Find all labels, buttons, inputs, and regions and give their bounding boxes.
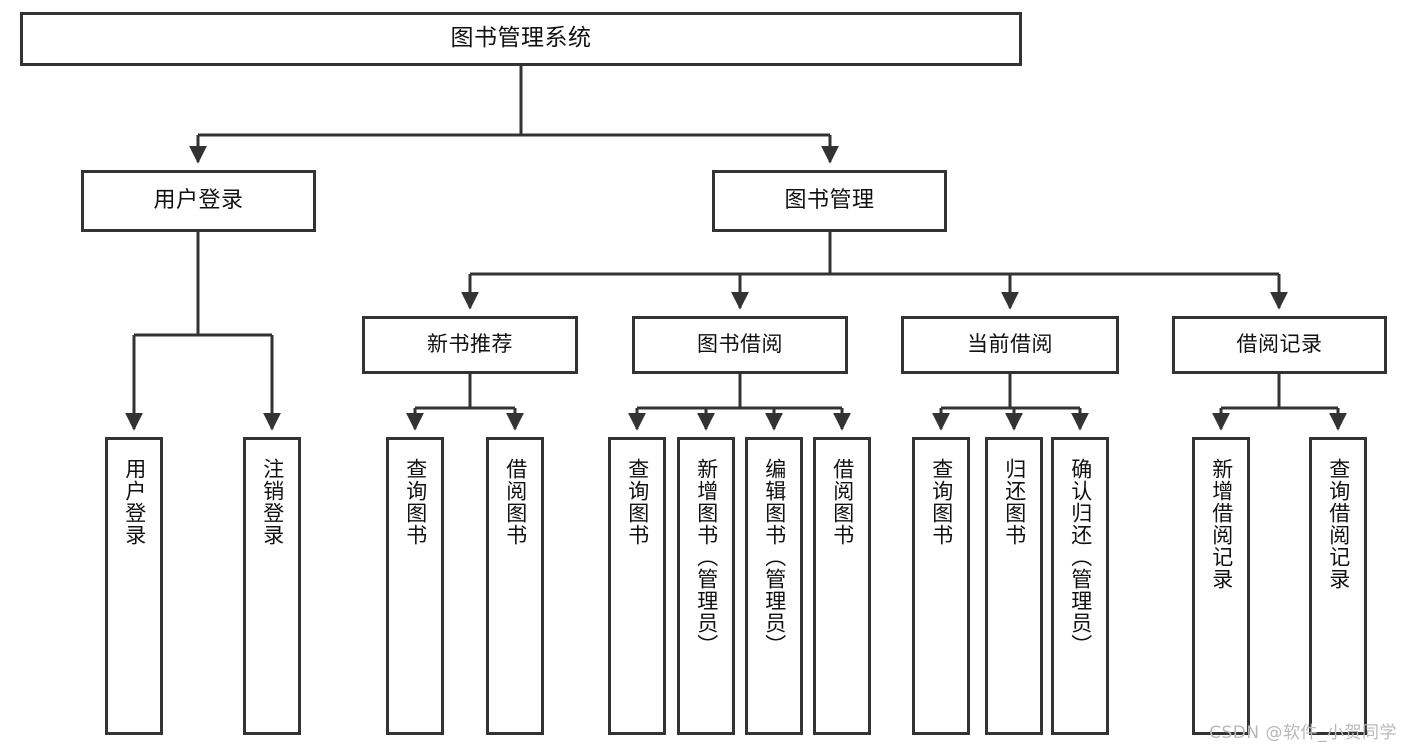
node-leaf-add-record[interactable]: 新增借阅记录: [1192, 437, 1250, 735]
node-leaf-borrow-book-2[interactable]: 借阅图书: [813, 437, 871, 735]
node-borrow-record[interactable]: 借阅记录: [1172, 316, 1387, 374]
node-leaf-add-book[interactable]: 新增图书（管理员）: [677, 437, 735, 735]
node-new-book-recommend[interactable]: 新书推荐: [362, 316, 578, 374]
node-borrow-record-label: 借阅记录: [1236, 332, 1323, 357]
node-leaf-query-record[interactable]: 查询借阅记录: [1309, 437, 1367, 735]
node-leaf-query-book-2[interactable]: 查询图书: [608, 437, 666, 735]
node-leaf-borrow-book-1[interactable]: 借阅图书: [486, 437, 544, 735]
node-leaf-add-book-label: 新增图书（管理员）: [694, 458, 719, 656]
node-leaf-query-book-3-label: 查询图书: [929, 458, 954, 546]
node-leaf-add-record-label: 新增借阅记录: [1209, 458, 1234, 590]
node-book-manage-label: 图书管理: [784, 187, 875, 213]
node-leaf-confirm-return[interactable]: 确认归还（管理员）: [1051, 437, 1109, 735]
node-leaf-query-book-2-label: 查询图书: [625, 458, 650, 546]
node-current-borrow-label: 当前借阅: [967, 332, 1053, 357]
node-book-manage[interactable]: 图书管理: [712, 170, 947, 232]
node-leaf-user-login[interactable]: 用户登录: [105, 437, 163, 735]
node-leaf-query-book-3[interactable]: 查询图书: [912, 437, 970, 735]
node-current-borrow[interactable]: 当前借阅: [901, 316, 1119, 374]
node-book-borrow-label: 图书借阅: [697, 332, 783, 357]
node-leaf-user-logout[interactable]: 注销登录: [243, 437, 301, 735]
node-new-book-recommend-label: 新书推荐: [427, 332, 513, 357]
watermark: CSDN @软件_小贺同学: [1209, 723, 1397, 743]
node-leaf-query-book-1[interactable]: 查询图书: [386, 437, 444, 735]
node-leaf-query-record-label: 查询借阅记录: [1326, 458, 1351, 590]
node-user-login-label: 用户登录: [153, 187, 244, 213]
node-leaf-return-book[interactable]: 归还图书: [985, 437, 1043, 735]
node-leaf-confirm-return-label: 确认归还（管理员）: [1068, 458, 1093, 656]
node-leaf-edit-book-label: 编辑图书（管理员）: [762, 458, 787, 656]
node-leaf-edit-book[interactable]: 编辑图书（管理员）: [745, 437, 803, 735]
node-leaf-user-logout-label: 注销登录: [260, 458, 285, 546]
node-leaf-borrow-book-1-label: 借阅图书: [503, 458, 528, 546]
node-leaf-user-login-label: 用户登录: [122, 458, 147, 546]
node-leaf-return-book-label: 归还图书: [1002, 458, 1027, 546]
node-book-borrow[interactable]: 图书借阅: [632, 316, 848, 374]
node-leaf-borrow-book-2-label: 借阅图书: [830, 458, 855, 546]
node-user-login[interactable]: 用户登录: [81, 170, 316, 232]
node-root-label: 图书管理系统: [450, 25, 592, 52]
node-leaf-query-book-1-label: 查询图书: [403, 458, 428, 546]
node-root[interactable]: 图书管理系统: [20, 12, 1022, 66]
